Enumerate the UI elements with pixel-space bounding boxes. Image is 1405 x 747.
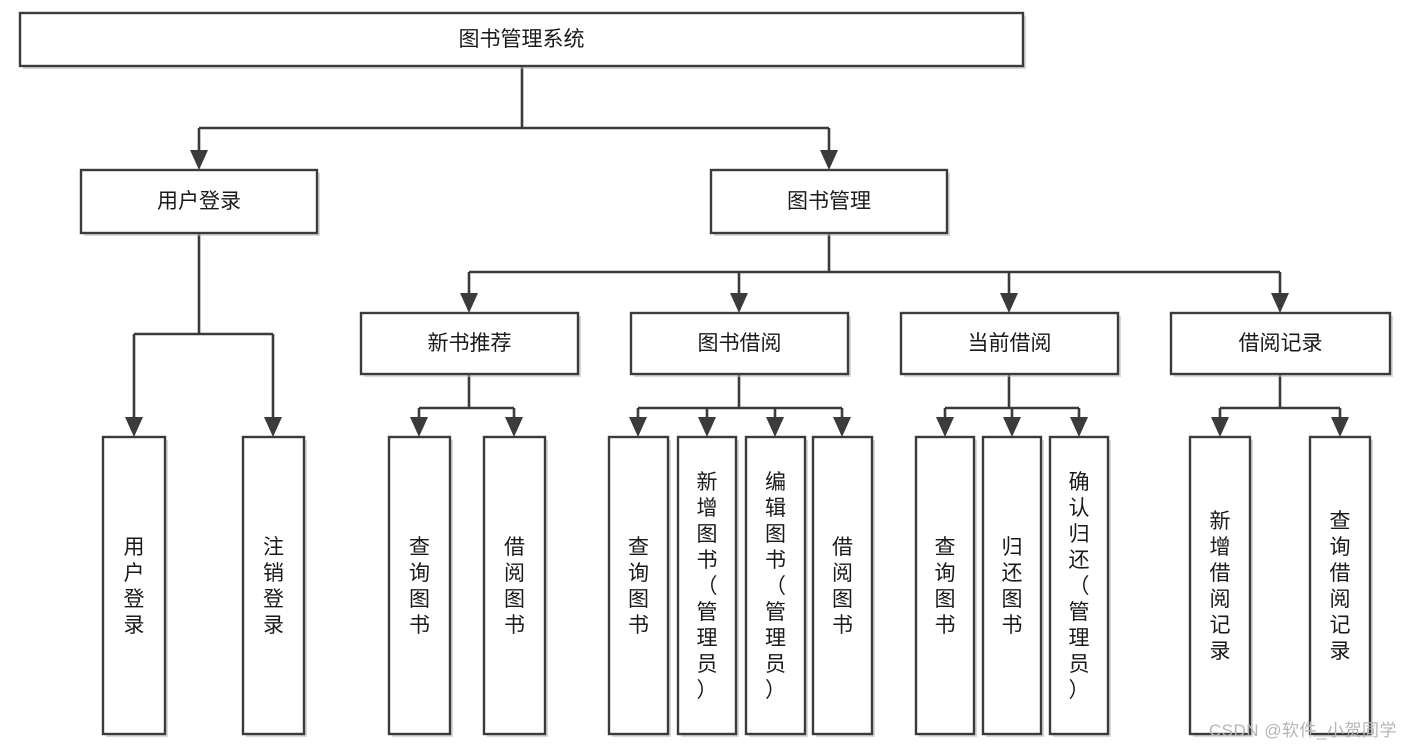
node-level3-图书借阅[interactable]: 图书借阅 <box>629 311 851 377</box>
node-rect[interactable] <box>629 311 850 376</box>
arrow-leaf-7-head <box>833 417 851 437</box>
node-leaf-查询图书[interactable]: 查询图书 <box>607 435 671 737</box>
node-label: 查询借阅记录 <box>1330 510 1351 663</box>
node-label: 借阅图书 <box>504 536 525 637</box>
node-label: 编辑图书（管理员） <box>765 471 786 702</box>
arrow-leaf-9-head <box>1003 417 1021 437</box>
node-label: 图书管理 <box>787 190 871 213</box>
node-leaf-注销登录[interactable]: 注销登录 <box>241 435 307 737</box>
arrow-level3-0-head <box>460 293 478 313</box>
node-label: 当前借阅 <box>968 332 1052 355</box>
node-rect[interactable] <box>241 435 306 736</box>
arrow-leaf-2-head <box>410 417 428 437</box>
node-leaf-确认归还管理员[interactable]: 确认归还（管理员） <box>1048 435 1111 737</box>
node-root-图书管理系统[interactable]: 图书管理系统 <box>18 11 1026 69</box>
node-leaf-归还图书[interactable]: 归还图书 <box>981 435 1044 737</box>
node-rect[interactable] <box>359 311 580 376</box>
arrow-leaf-12-head <box>1331 417 1349 437</box>
node-leaf-新增图书管理员[interactable]: 新增图书（管理员） <box>676 435 739 737</box>
node-rect[interactable] <box>899 311 1120 376</box>
node-label: 查询图书 <box>628 536 649 637</box>
arrow-level2-0-head <box>190 150 208 170</box>
node-rect[interactable] <box>811 435 874 736</box>
node-leaf-编辑图书管理员[interactable]: 编辑图书（管理员） <box>744 435 808 737</box>
node-rect[interactable] <box>709 168 949 235</box>
node-label: 查询图书 <box>409 536 430 637</box>
node-rect[interactable] <box>981 435 1043 736</box>
node-rect[interactable] <box>79 168 319 235</box>
node-rect[interactable] <box>18 11 1025 68</box>
node-leaf-借阅图书[interactable]: 借阅图书 <box>811 435 875 737</box>
node-level3-借阅记录[interactable]: 借阅记录 <box>1169 311 1393 377</box>
node-label: 新增借阅记录 <box>1210 510 1231 663</box>
arrow-level2-1-head <box>820 150 838 170</box>
node-rect[interactable] <box>914 435 976 736</box>
node-leaf-用户登录[interactable]: 用户登录 <box>101 435 168 737</box>
node-rect[interactable] <box>1169 311 1392 376</box>
node-rect[interactable] <box>1048 435 1110 736</box>
node-label: 归还图书 <box>1002 536 1023 637</box>
node-level2-用户登录[interactable]: 用户登录 <box>79 168 320 236</box>
csdn-watermark: CSDN @软件_小贺同学 <box>1208 721 1397 740</box>
node-rect[interactable] <box>607 435 670 736</box>
node-label: 借阅记录 <box>1239 332 1323 355</box>
node-label: 新增图书（管理员） <box>697 471 718 702</box>
node-level2-图书管理[interactable]: 图书管理 <box>709 168 950 236</box>
node-rect[interactable] <box>1188 435 1252 736</box>
node-label: 新书推荐 <box>428 332 512 355</box>
arrow-leaf-3-head <box>505 417 523 437</box>
node-rect[interactable] <box>676 435 738 736</box>
arrow-leaf-5-head <box>698 417 716 437</box>
node-leaf-查询借阅记录[interactable]: 查询借阅记录 <box>1308 435 1373 737</box>
node-label: 注销登录 <box>263 536 284 637</box>
nodes-layer: 图书管理系统用户登录图书管理新书推荐图书借阅当前借阅借阅记录用户登录注销登录查询… <box>18 11 1393 737</box>
node-rect[interactable] <box>744 435 807 736</box>
node-label: 确认归还（管理员） <box>1069 471 1090 702</box>
node-leaf-查询图书[interactable]: 查询图书 <box>387 435 453 737</box>
connectors-layer <box>125 66 1349 437</box>
arrow-leaf-1-head <box>264 417 282 437</box>
node-rect[interactable] <box>387 435 452 736</box>
node-label: 借阅图书 <box>832 536 853 637</box>
node-label: 图书借阅 <box>698 332 782 355</box>
node-label: 查询图书 <box>935 536 956 637</box>
node-rect[interactable] <box>1308 435 1372 736</box>
node-rect[interactable] <box>101 435 167 736</box>
node-leaf-借阅图书[interactable]: 借阅图书 <box>482 435 548 737</box>
node-level3-新书推荐[interactable]: 新书推荐 <box>359 311 581 377</box>
arrow-level3-2-head <box>1000 293 1018 313</box>
arrow-level3-1-head <box>730 293 748 313</box>
node-rect[interactable] <box>482 435 547 736</box>
arrow-leaf-4-head <box>629 417 647 437</box>
node-label: 图书管理系统 <box>459 28 585 51</box>
node-leaf-新增借阅记录[interactable]: 新增借阅记录 <box>1188 435 1253 737</box>
node-leaf-查询图书[interactable]: 查询图书 <box>914 435 977 737</box>
node-label: 用户登录 <box>124 536 145 637</box>
arrow-leaf-8-head <box>936 417 954 437</box>
arrow-leaf-11-head <box>1211 417 1229 437</box>
arrow-leaf-10-head <box>1070 417 1088 437</box>
arrow-leaf-6-head <box>766 417 784 437</box>
node-label: 用户登录 <box>157 190 241 213</box>
arrow-level3-3-head <box>1271 293 1289 313</box>
node-level3-当前借阅[interactable]: 当前借阅 <box>899 311 1121 377</box>
arrow-leaf-0-head <box>125 417 143 437</box>
